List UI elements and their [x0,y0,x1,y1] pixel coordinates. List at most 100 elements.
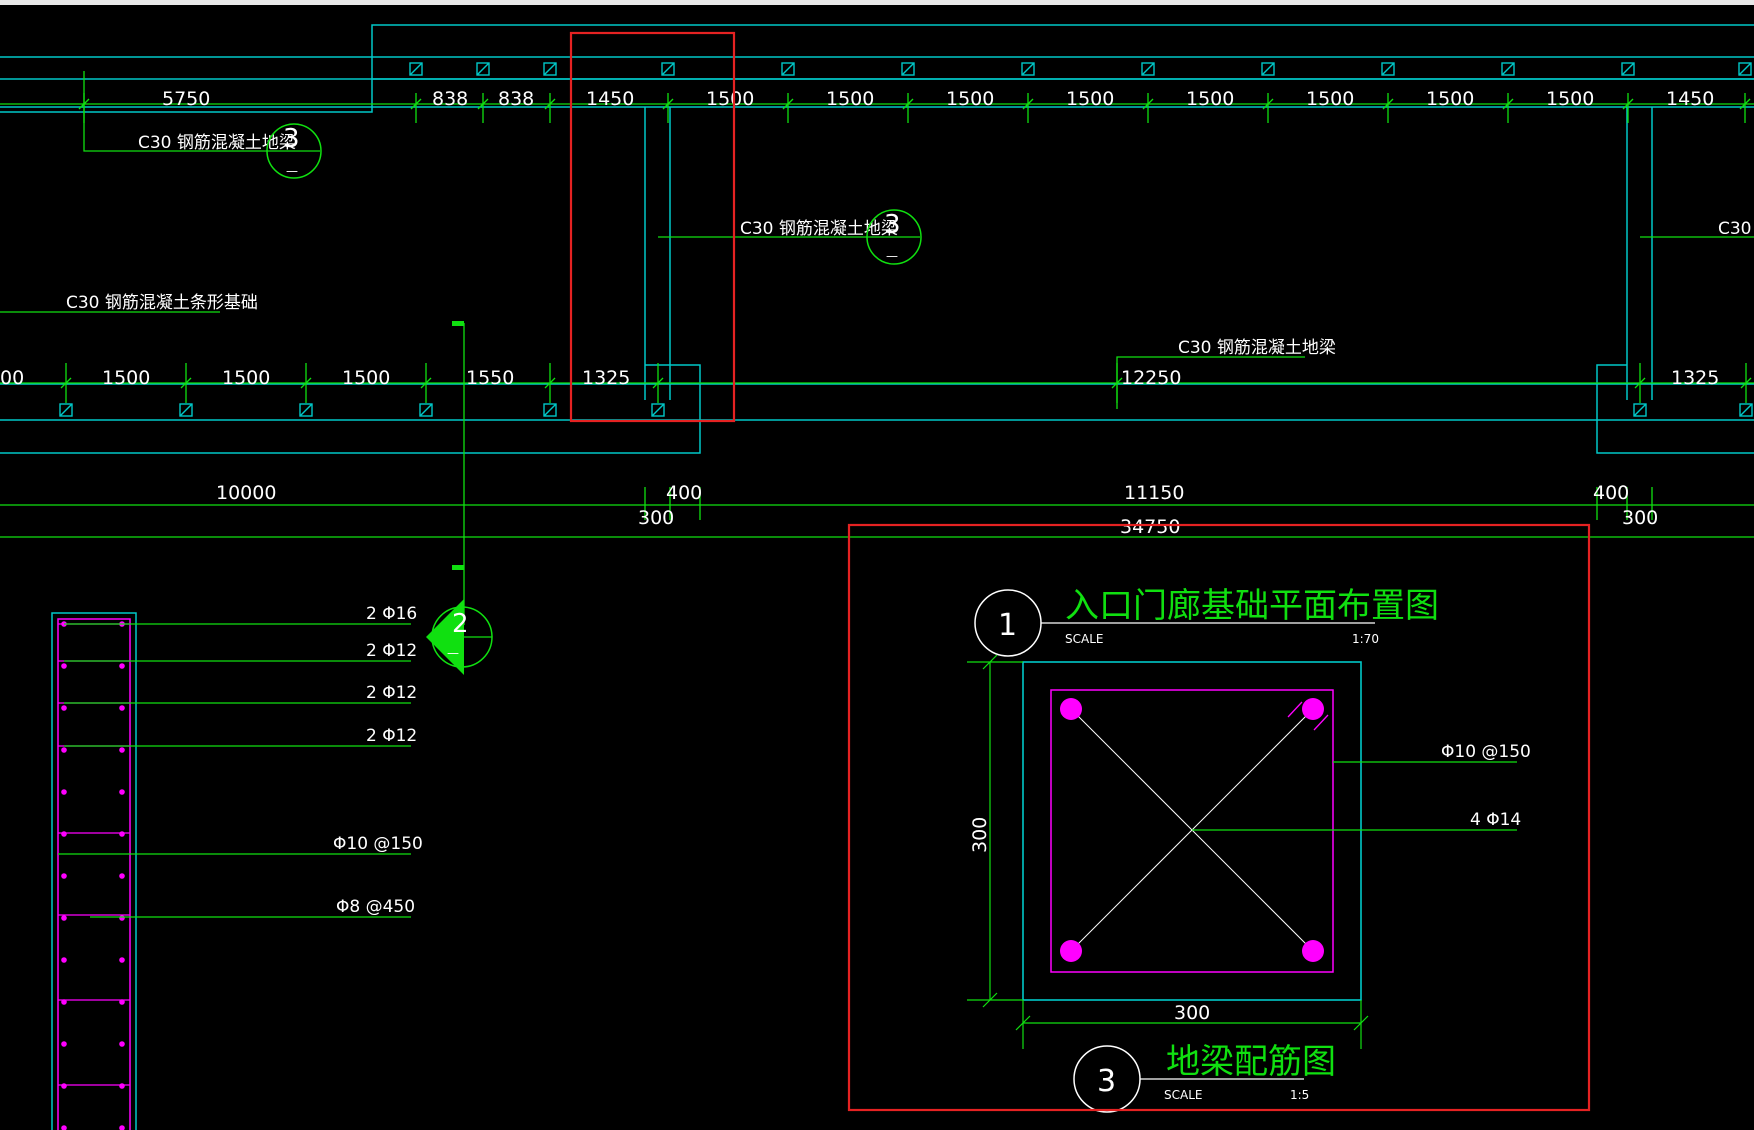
section-cut-marker[interactable]: 2 — [426,321,493,675]
beam-label-top: C30 钢筋混凝土地梁 [138,133,296,153]
plan-title-text: 入口门廊基础平面布置图 [1065,586,1439,626]
overall-dimension-row: 10000 400 300 11150 400 300 34750 [216,482,1658,538]
anchor-hatch [1739,403,1753,417]
dim-slash [1022,98,1034,110]
rebar-dot [1060,698,1082,720]
detail-callout-1[interactable]: 3 — [266,123,322,179]
dim-slash [652,377,664,389]
rebar-dot [61,747,67,753]
dim-slash [1111,377,1123,389]
dim-mid-7: 1325 [1671,367,1719,389]
dim-top-10: 1500 [1426,88,1474,110]
anchor-hatch [1021,62,1035,76]
dim-center: 11150 [1124,482,1184,504]
top-dimension-row: 5750 838 838 1450 1500 1500 1500 1500 15… [162,88,1714,110]
dim-top-4: 1500 [706,88,754,110]
anchor-square [1501,62,1515,76]
anchor-square [1621,62,1635,76]
bar-callout-0: 2 Φ16 [366,604,417,624]
dim-top-2: 838 [498,88,534,110]
anchor-hatch [179,403,193,417]
dim-slash [477,98,489,110]
longitudinal-section [51,612,411,1130]
dimension-ticks [60,93,1752,403]
anchor-square [1141,62,1155,76]
dim-slash [544,377,556,389]
anchor-square [1381,62,1395,76]
dim-top-11: 1500 [1546,88,1594,110]
anchor-square [1633,403,1647,417]
beam-title-text: 地梁配筋图 [1166,1042,1336,1082]
anchor-square [543,62,557,76]
beam-label-right: C30 钢筋混凝土地梁 [1178,338,1336,358]
dim-slash [420,377,432,389]
anchor-hatch [651,403,665,417]
anchor-hatch [1141,62,1155,76]
anchor-square [661,62,675,76]
rebar-dot [119,915,125,921]
dim-slash [410,98,422,110]
rebar-dot [119,705,125,711]
detail-callout-2[interactable]: 3 — [866,209,922,265]
dim-slash [180,377,192,389]
dim-slash [1740,377,1752,389]
rebar-dot [61,705,67,711]
anchor-hatch [1633,403,1647,417]
anchor-square [179,403,193,417]
rebar-dot [61,1041,67,1047]
rebar-dot [119,831,125,837]
anchor-hatch [1261,62,1275,76]
anchor-hatch [419,403,433,417]
anchor-hatch [781,62,795,76]
dim-slash [1142,98,1154,110]
dim-top-7: 1500 [1066,88,1114,110]
bar-callout-4: Φ10 @150 [333,834,423,854]
dim-mid-0: 00 [0,367,24,389]
anchor-square [1739,403,1753,417]
rebar-dot [119,663,125,669]
anchor-square [1738,62,1752,76]
dim-slash [782,98,794,110]
dim-slash [1382,98,1394,110]
anchor-markers-bottom [59,403,1753,417]
rebar-dot [1060,940,1082,962]
detail-callout-sheet: — [286,164,298,178]
rebar-dot [61,663,67,669]
bar-callout-5: Φ8 @450 [336,897,415,917]
detail-callout-number: 3 [283,124,300,154]
dim-top-9: 1500 [1306,88,1354,110]
dim-top-8: 1500 [1186,88,1234,110]
rebar-dot [61,957,67,963]
rebar-dot [61,1083,67,1089]
anchor-square [901,62,915,76]
highlight-box-detail[interactable] [847,523,1591,1112]
anchor-square [543,403,557,417]
dim-slash [662,98,674,110]
dim-slash [1634,377,1646,389]
detail-callout-sheet: — [886,249,898,263]
rebar-dot [61,789,67,795]
dim-slash [1739,98,1751,110]
dim-top-1: 838 [432,88,468,110]
section-cut-sheet: — [447,646,459,660]
dim-col-b-sub: 300 [1622,507,1658,529]
bar-callout-3: 2 Φ12 [366,726,417,746]
rebar-dot [119,957,125,963]
dim-mid-2: 1500 [222,367,270,389]
dim-col-b: 400 [1593,482,1629,504]
cad-drawing-canvas[interactable]: 5750 838 838 1450 1500 1500 1500 1500 15… [0,5,1754,1130]
dim-mid-4: 1550 [466,367,514,389]
plan-title-block: 1 入口门廊基础平面布置图 SCALE 1:70 [974,586,1439,657]
highlight-box-column[interactable] [569,31,736,423]
rebar-dot [1302,940,1324,962]
dim-slash [902,98,914,110]
mid-dimension-row: 00 1500 1500 1500 1550 1325 12250 1325 [0,367,1719,389]
anchor-square [409,62,423,76]
plan-title-scale-label: SCALE [1065,632,1103,646]
anchor-square [419,403,433,417]
beam-title-scale: 1:5 [1290,1088,1309,1102]
beam-title-scale-label: SCALE [1164,1088,1202,1102]
dim-total: 34750 [1120,516,1180,538]
anchor-markers-top [409,62,1752,76]
bar-callouts: 2 Φ16 2 Φ12 2 Φ12 2 Φ12 Φ10 @150 Φ8 @450 [333,604,423,917]
